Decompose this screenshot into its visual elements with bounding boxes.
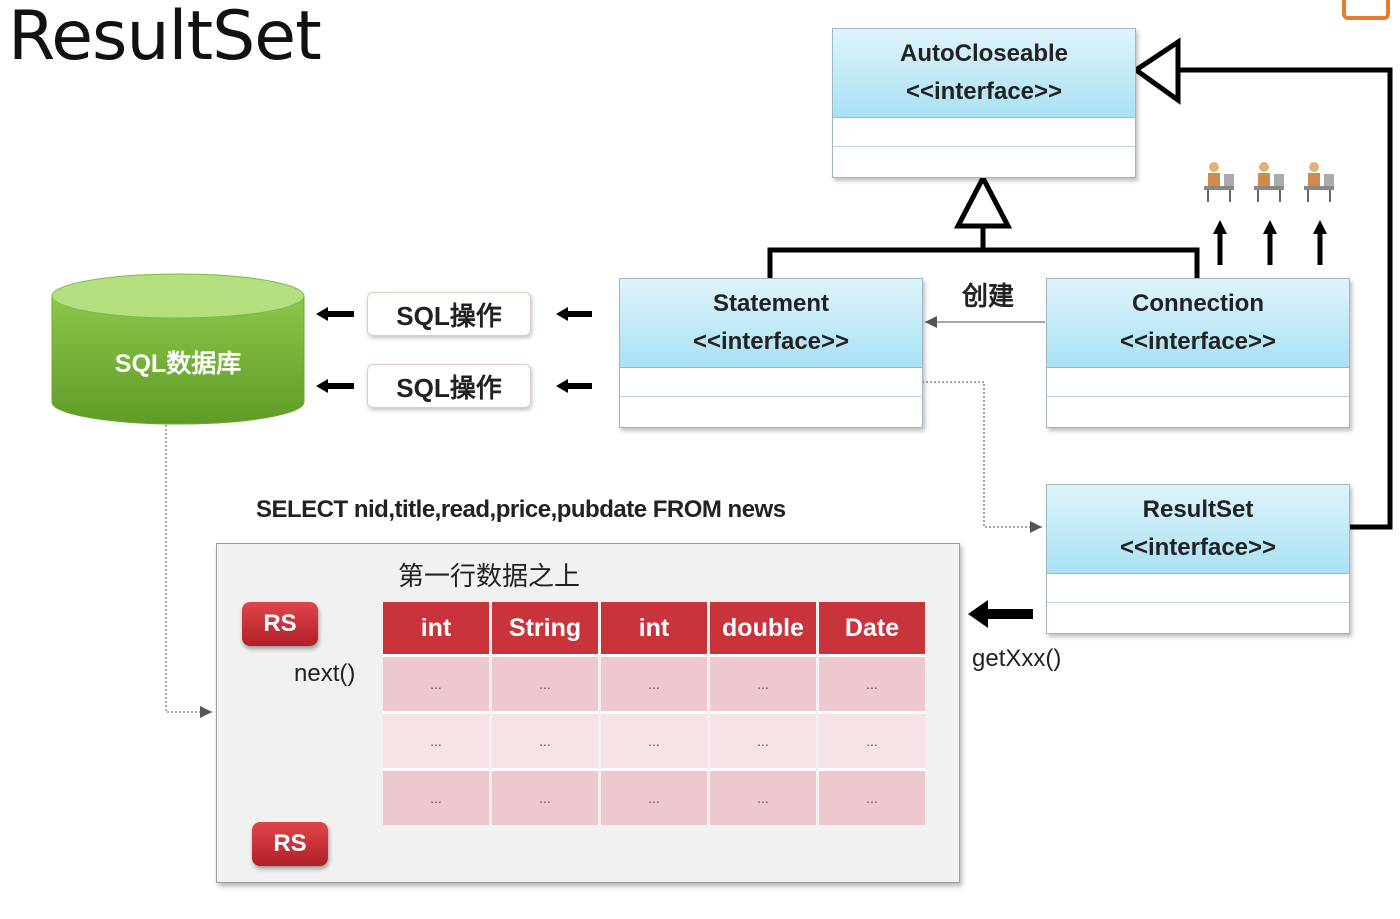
create-label: 创建: [962, 281, 1015, 311]
autocloseable-interface: AutoCloseable <<interface>>: [832, 28, 1136, 178]
sql-operation-box: SQL操作: [367, 292, 531, 336]
resultset-name: ResultSet: [1142, 496, 1254, 523]
table-cell: ...: [819, 768, 925, 825]
column-type-header: double: [710, 602, 816, 654]
sql-flow-arrows: [316, 307, 592, 393]
table-cell: ...: [601, 711, 707, 768]
sql-database: [51, 273, 305, 425]
autocloseable-name: AutoCloseable: [899, 40, 1069, 67]
table-row: ... ... ... ... ...: [383, 711, 925, 768]
sql-query-text: SELECT nid,title,read,price,pubdate FROM…: [256, 496, 786, 523]
connection-stereotype: <<interface>>: [1119, 328, 1277, 355]
statement-to-resultset-line: [922, 381, 1042, 533]
column-type-header: String: [492, 602, 598, 654]
sql-operation-box: SQL操作: [367, 364, 531, 408]
statement-inherits-line: [767, 247, 1200, 278]
person-at-desk-icon: [1304, 162, 1334, 202]
table-cell: ...: [492, 711, 598, 768]
person-at-desk-icon: [1254, 162, 1284, 202]
table-cell: ...: [710, 711, 816, 768]
statement-stereotype: <<interface>>: [692, 328, 850, 355]
autocloseable-right-triangle: [1131, 37, 1181, 105]
column-type-header: int: [601, 602, 707, 654]
table-cell: ...: [492, 654, 598, 711]
resultset-inherits-line: [1178, 67, 1393, 530]
table-cell: ...: [492, 768, 598, 825]
corner-bracket-icon: [1342, 0, 1390, 20]
table-cell: ...: [601, 768, 707, 825]
connection-name: Connection: [1132, 290, 1264, 317]
table-cell: ...: [819, 654, 925, 711]
db-to-table-line: [165, 425, 212, 718]
statement-name: Statement: [712, 290, 830, 317]
table-row: ... ... ... ... ...: [383, 768, 925, 825]
table-cell: ...: [710, 768, 816, 825]
rs-cursor-bottom-badge: RS: [252, 822, 328, 866]
column-type-header: Date: [819, 602, 925, 654]
person-at-desk-icon: [1204, 162, 1234, 202]
rs-cursor-top-badge: RS: [242, 602, 318, 646]
statement-interface: Statement <<interface>>: [619, 278, 923, 428]
table-row: ... ... ... ... ...: [383, 654, 925, 711]
getxxx-method-label: getXxx(): [972, 645, 1062, 672]
table-cell: ...: [383, 768, 489, 825]
user-up-arrows: [1213, 220, 1327, 265]
table-header-row: int String int double Date: [383, 602, 925, 654]
getxxx-arrow: [968, 600, 1033, 628]
table-cell: ...: [383, 711, 489, 768]
resultset-stereotype: <<interface>>: [1119, 534, 1277, 561]
table-cell: ...: [601, 654, 707, 711]
page-title: ResultSet: [8, 0, 322, 76]
next-method-label: next(): [294, 660, 356, 687]
table-cell: ...: [710, 654, 816, 711]
table-cell: ...: [383, 654, 489, 711]
database-label: SQL数据库: [114, 350, 242, 378]
resultset-interface: ResultSet <<interface>>: [1046, 484, 1350, 634]
autocloseable-bottom-triangle: [953, 172, 1013, 229]
result-table: int String int double Date ... ... ... .…: [380, 602, 928, 825]
connection-interface: Connection <<interface>>: [1046, 278, 1350, 428]
autocloseable-stereotype: <<interface>>: [905, 78, 1063, 105]
above-first-row-label: 第一行数据之上: [398, 561, 581, 591]
column-type-header: int: [383, 602, 489, 654]
table-cell: ...: [819, 711, 925, 768]
